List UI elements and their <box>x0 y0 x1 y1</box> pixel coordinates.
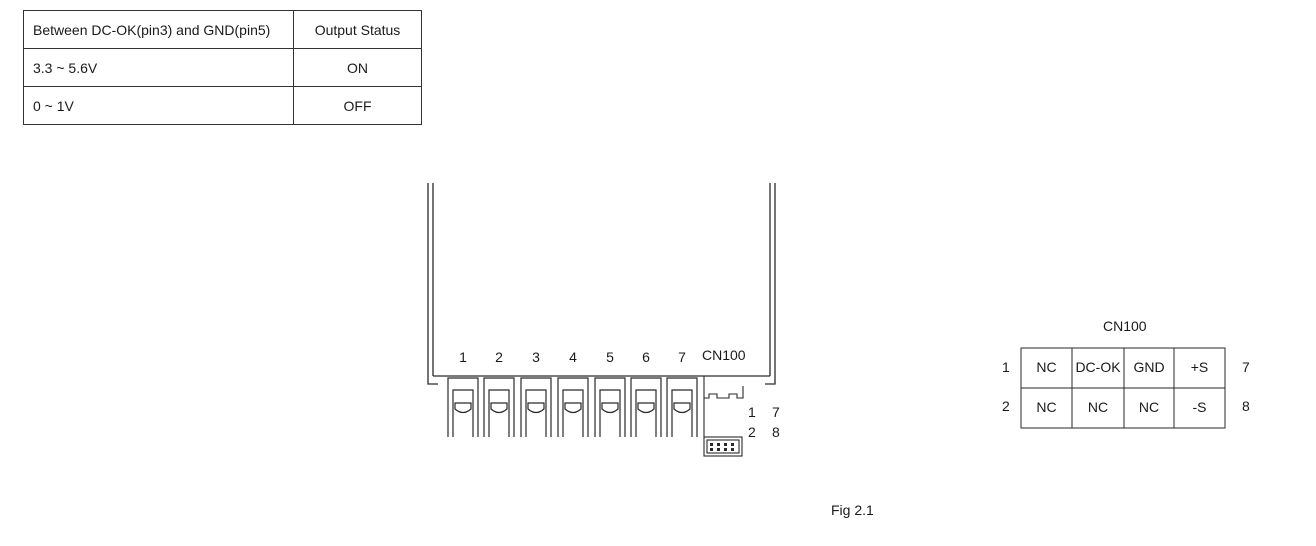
cn100-row2-right-pin: 8 <box>1242 398 1250 414</box>
connector-pin <box>717 443 720 446</box>
pin-number-7: 7 <box>772 404 780 420</box>
connector-pin <box>710 448 713 451</box>
terminal-number-label: 6 <box>642 349 650 365</box>
cn100-table-title: CN100 <box>1103 318 1147 334</box>
screw-terminal <box>483 377 515 437</box>
cn100-pin-cell: NC <box>1036 399 1056 415</box>
cell-output-status: OFF <box>293 86 422 125</box>
cn100-row2-left-pin: 2 <box>1002 398 1010 414</box>
terminal-number-label: 3 <box>532 349 540 365</box>
cn100-pin-cell: -S <box>1193 399 1207 415</box>
connector-pin <box>724 443 727 446</box>
terminal-number-label: 5 <box>606 349 614 365</box>
pin-number-8: 8 <box>772 424 780 440</box>
connector-pin <box>717 448 720 451</box>
terminal-number-label: 4 <box>569 349 577 365</box>
terminal-number-label: 2 <box>495 349 503 365</box>
cn100-pin-cell: NC <box>1139 399 1159 415</box>
cn100-pin-cell: GND <box>1133 359 1164 375</box>
cn100-row1-right-pin: 7 <box>1242 359 1250 375</box>
cn100-connector-inner <box>706 439 740 454</box>
table-row: 0 ~ 1V OFF <box>23 86 422 125</box>
terminal-number-label: 7 <box>678 349 686 365</box>
connector-pin <box>710 443 713 446</box>
cn100-connector-top <box>703 376 744 437</box>
cn100-label: CN100 <box>702 347 746 363</box>
cn100-pin-cell: NC <box>1088 399 1108 415</box>
table-header-row: Between DC-OK(pin3) and GND(pin5) Output… <box>23 10 422 49</box>
connector-pin <box>731 443 734 446</box>
terminal-number-label: 1 <box>459 349 467 365</box>
cn100-connector-body <box>703 436 743 457</box>
cn100-pin-cell: NC <box>1036 359 1056 375</box>
housing-right-wall <box>765 183 776 385</box>
cn100-pin-cell: DC-OK <box>1075 359 1121 375</box>
housing-left-wall <box>427 183 438 385</box>
figure-caption: Fig 2.1 <box>831 502 874 518</box>
screw-terminal <box>447 377 479 437</box>
screw-terminal <box>520 377 552 437</box>
screw-terminal <box>666 377 698 437</box>
screw-terminal <box>557 377 589 437</box>
connector-pin <box>731 448 734 451</box>
cn100-pin-cell: +S <box>1191 359 1209 375</box>
screw-terminal <box>594 377 626 437</box>
pin-number-2: 2 <box>748 424 756 440</box>
header-cell-voltage: Between DC-OK(pin3) and GND(pin5) <box>23 10 294 49</box>
header-cell-output-status: Output Status <box>293 10 422 49</box>
cell-output-status: ON <box>293 48 422 87</box>
connector-pin <box>724 448 727 451</box>
pin-number-1: 1 <box>748 404 756 420</box>
screw-terminal <box>630 377 662 437</box>
dc-ok-status-table: Between DC-OK(pin3) and GND(pin5) Output… <box>23 10 422 125</box>
table-row: 3.3 ~ 5.6V ON <box>23 48 422 87</box>
cn100-row1-left-pin: 1 <box>1002 359 1010 375</box>
